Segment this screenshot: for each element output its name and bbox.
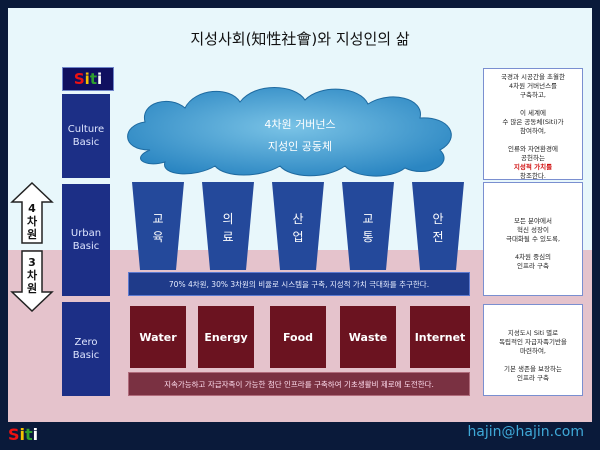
side-line <box>484 136 582 145</box>
footer-siti-logo: Siti <box>8 425 38 444</box>
layer-line: Zero <box>74 337 98 348</box>
cloud-title: 4차원 거버넌스 <box>264 118 336 131</box>
side-line: 수 많은 공동체(Siti)가 <box>502 118 564 126</box>
side-line: 혁신 성장이 <box>517 226 549 234</box>
cloud-subtitle: 지성인 공동체 <box>267 140 333 153</box>
pillar-shape <box>132 182 184 270</box>
footer-bar <box>0 422 600 450</box>
zero-item-energy: Energy <box>198 306 254 368</box>
logo-letter: t <box>25 425 33 444</box>
pillar-char: 전 <box>432 230 444 244</box>
side-highlight: 지성적 가치를 <box>513 163 553 171</box>
side-line: 인류와 자연환경에 <box>508 145 558 153</box>
layer-line: Basic <box>72 137 100 148</box>
side-line: 인프라 구축 <box>517 262 549 270</box>
pillar-shape <box>412 182 464 270</box>
pillar-char: 안 <box>432 212 444 226</box>
logo-letter: i <box>19 425 26 444</box>
side-line: 참여하여, <box>520 127 546 135</box>
pillar-char: 산 <box>292 212 304 226</box>
logo-letter: S <box>73 70 85 88</box>
side-line: 모든 분야에서 <box>514 217 552 225</box>
siti-logo: Siti <box>62 67 114 91</box>
side-line: 4차원 중심의 <box>514 253 552 261</box>
side-box-urban: 모든 분야에서 혁신 성장이 극대화될 수 있도록, 4차원 중심의 인프라 구… <box>483 182 583 296</box>
layer-line: Culture <box>67 124 105 135</box>
side-line: 4차원 거버넌스를 <box>508 82 558 90</box>
zero-item-internet: Internet <box>410 306 470 368</box>
pillar-char: 의 <box>222 212 234 226</box>
side-line <box>484 244 582 253</box>
layer-line: Urban <box>70 228 102 239</box>
pillar-char: 육 <box>152 230 164 244</box>
side-box-culture: 국경과 시공간을 초월한 4차원 거버넌스를 구축하고, 이 세계에 수 많은 … <box>483 68 583 180</box>
pillar-char: 교 <box>362 212 374 226</box>
side-line: 지성도시 Siti 별로 <box>507 329 559 337</box>
down-arrow-icon <box>10 250 54 313</box>
side-line: 독립적인 자급자족기반을 <box>499 338 567 346</box>
side-line: 국경과 시공간을 초월한 <box>501 73 565 81</box>
side-line <box>484 100 582 109</box>
zero-item-food: Food <box>270 306 326 368</box>
up-arrow-icon <box>10 181 54 244</box>
cloud-icon <box>127 87 452 177</box>
logo-letter: S <box>8 425 20 444</box>
page-title: 지성사회(知性社會)와 지성인의 삶 <box>190 30 410 48</box>
side-line: 이 세계에 <box>520 109 546 117</box>
pillar-char: 업 <box>292 230 304 244</box>
logo-letter: i <box>32 425 39 444</box>
contact-email[interactable]: hajin@hajin.com <box>467 424 584 440</box>
pillar-char: 통 <box>362 230 374 244</box>
pillar-shape <box>342 182 394 270</box>
pillar-char: 료 <box>222 230 234 244</box>
logo-letter: i <box>84 70 90 88</box>
layer-line: Basic <box>72 350 100 361</box>
pillar-shape <box>202 182 254 270</box>
pillar-shape <box>272 182 324 270</box>
side-line: 마련하여, <box>520 347 546 355</box>
side-line <box>484 356 582 365</box>
side-line: 기본 생존을 보장하는 <box>504 365 562 373</box>
side-line: 인프라 구축 <box>517 374 549 382</box>
side-line: 극대화될 수 있도록, <box>505 235 561 243</box>
zero-item-waste: Waste <box>340 306 396 368</box>
logo-letter: i <box>96 70 103 88</box>
urban-banner: 70% 4차원, 30% 3차원의 비율로 시스템을 구축, 지성적 가치 극대… <box>128 272 470 296</box>
side-line: 구축하고, <box>520 91 546 99</box>
pillar-char: 교 <box>152 212 164 226</box>
logo-letter: t <box>89 70 97 88</box>
zero-banner: 지속가능하고 자급자족이 가능한 첨단 인프라를 구축하여 기초생활비 제로에 … <box>128 372 470 396</box>
layer-line: Basic <box>72 241 100 252</box>
zero-item-water: Water <box>130 306 186 368</box>
side-box-zero: 지성도시 Siti 별로 독립적인 자급자족기반을 마련하여, 기본 생존을 보… <box>483 304 583 396</box>
side-line: 공헌하는 <box>521 154 545 162</box>
side-line: 창조한다. <box>520 172 546 180</box>
